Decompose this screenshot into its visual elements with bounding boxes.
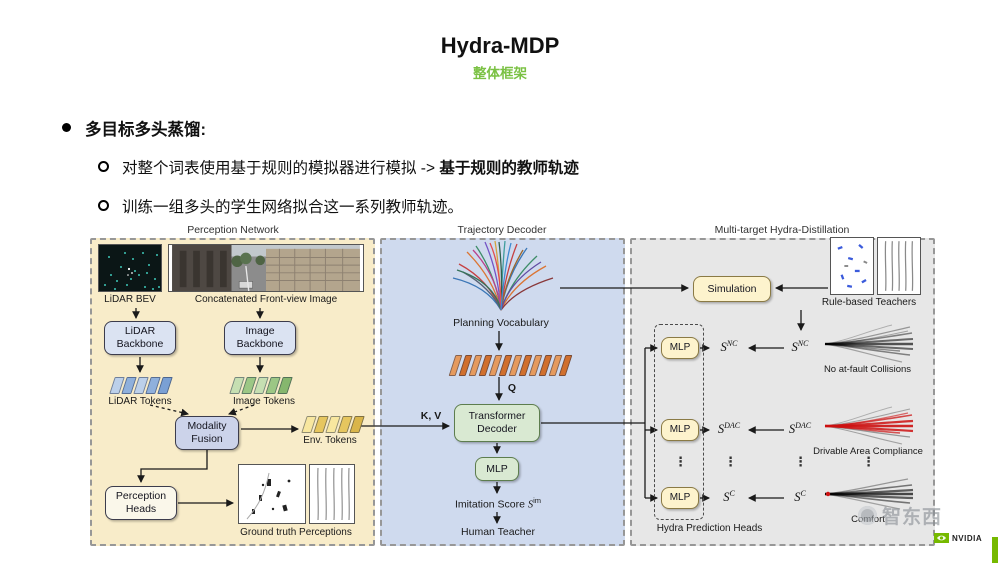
image-backbone-box: Image Backbone xyxy=(224,321,296,355)
bullet-item-3: 训练一组多头的学生网络拟合这一系列教师轨迹。 xyxy=(98,195,463,217)
lidar-bev-thumbnail xyxy=(98,244,162,292)
transformer-decoder-label: Transformer Decoder xyxy=(468,410,526,435)
teacher-score-dac: SDAC xyxy=(788,421,812,437)
architecture-diagram: Perception Network Trajectory Decoder Mu… xyxy=(88,224,938,556)
zhidongxi-watermark: 智东西 xyxy=(858,502,942,529)
bullet-marker-hollow xyxy=(98,200,109,211)
panel-title-distillation: Multi-target Hydra-Distillation xyxy=(714,224,850,236)
ellipsis-dots: ⋮ xyxy=(862,454,875,469)
score-symbol: S xyxy=(527,499,534,511)
teacher-score-nc: SNC xyxy=(791,339,809,355)
lidar-backbone-box: LiDAR Backbone xyxy=(104,321,176,355)
bullet-text-normal: 对整个词表使用基于规则的模拟器进行模拟 -> xyxy=(122,160,440,177)
ellipsis-dots: ⋮ xyxy=(794,454,807,469)
panel-title-perception: Perception Network xyxy=(187,224,279,236)
trajectory-blob-nc xyxy=(820,321,916,367)
watermark-logo-icon xyxy=(858,506,877,525)
image-tokens-label: Image Tokens xyxy=(232,396,296,407)
env-tokens-icon xyxy=(301,416,365,433)
ellipsis-dots: ⋮ xyxy=(674,454,687,469)
score-superscript: im xyxy=(533,496,542,505)
vocabulary-tokens-icon xyxy=(448,355,573,376)
caption-nc: No at-fault Collisions xyxy=(823,364,912,375)
lane-lines-icon xyxy=(317,467,350,521)
teacher-score-c: SC xyxy=(794,489,806,505)
transformer-decoder-box: Transformer Decoder xyxy=(454,404,540,442)
watermark-text: 智东西 xyxy=(882,507,943,528)
perception-heads-label: Perception Heads xyxy=(115,490,167,515)
frontview-thumbnail xyxy=(168,244,364,292)
mlp-label: MLP xyxy=(486,462,508,475)
caption-dac: Drivable Area Compliance xyxy=(813,446,923,457)
hydra-heads-dashed-box xyxy=(654,324,704,520)
annotation-marks-icon xyxy=(246,472,291,520)
modality-fusion-box: Modality Fusion xyxy=(175,416,239,450)
perception-heads-box: Perception Heads xyxy=(105,486,177,520)
ground-truth-lanes-thumbnail xyxy=(309,464,355,524)
planning-vocabulary-fan xyxy=(443,238,559,312)
human-teacher-label: Human Teacher xyxy=(461,526,535,538)
page-title: Hydra-MDP xyxy=(440,33,560,58)
trajectory-blob-dac xyxy=(820,403,916,449)
bullet-item-2: 对整个词表使用基于规则的模拟器进行模拟 -> 基于规则的教师轨迹 xyxy=(98,156,579,178)
nvidia-eye-icon xyxy=(934,533,949,543)
trajectory-blob-comfort xyxy=(820,471,916,517)
env-tokens-label: Env. Tokens xyxy=(303,435,357,446)
mlp-box-dac: MLP xyxy=(661,419,699,441)
bullet-text: 多目标多头蒸馏: xyxy=(85,121,206,139)
lidar-tokens-label: LiDAR Tokens xyxy=(108,396,172,407)
predicted-score-nc: SNC xyxy=(720,339,738,355)
bullet-marker-hollow xyxy=(98,161,109,172)
predicted-score-c: SC xyxy=(723,489,735,505)
mlp-box-c: MLP xyxy=(661,487,699,509)
mlp-box-nc: MLP xyxy=(661,337,699,359)
ground-truth-label: Ground truth Perceptions xyxy=(240,527,352,538)
ground-truth-annotations-thumbnail xyxy=(238,464,306,524)
lidar-backbone-label: LiDAR Backbone xyxy=(116,325,164,350)
predicted-score-dac: SDAC xyxy=(717,421,741,437)
imitation-text: Imitation Score xyxy=(454,498,528,511)
lidar-tokens-icon xyxy=(109,377,173,394)
teacher-vehicles-icon xyxy=(837,243,868,288)
simulation-label: Simulation xyxy=(707,282,757,295)
green-edge-bar xyxy=(992,537,998,563)
hydra-prediction-heads-label: Hydra Prediction Heads xyxy=(656,523,763,534)
teacher-map-thumbnail xyxy=(830,237,874,295)
nvidia-wordmark: NVIDIA xyxy=(952,533,983,543)
lidar-points-icon xyxy=(104,252,160,290)
mlp-label: MLP xyxy=(669,424,691,435)
rule-based-teachers-label: Rule-based Teachers xyxy=(821,297,917,308)
image-backbone-label: Image Backbone xyxy=(236,325,284,350)
lidar-bev-label: LiDAR BEV xyxy=(104,294,156,305)
street-scene-icon xyxy=(172,245,360,291)
teacher-lanes-thumbnail xyxy=(877,237,921,295)
imitation-score-label: Imitation Score Sim xyxy=(418,496,578,512)
frontview-label: Concatenated Front-view Image xyxy=(194,294,338,305)
mlp-label: MLP xyxy=(669,492,691,503)
teacher-lane-lines-icon xyxy=(884,241,914,291)
simulation-box: Simulation xyxy=(693,276,771,302)
bullet-text-bold: 基于规则的教师轨迹 xyxy=(439,160,579,177)
ellipsis-dots: ⋮ xyxy=(724,454,737,469)
mlp-box-decoder: MLP xyxy=(475,457,519,481)
bullet-text: 对整个词表使用基于规则的模拟器进行模拟 -> 基于规则的教师轨迹 xyxy=(122,156,579,178)
mlp-label: MLP xyxy=(669,342,691,353)
query-label: Q xyxy=(507,382,517,394)
bullet-item-1: 多目标多头蒸馏: xyxy=(62,116,206,140)
bullet-marker-filled xyxy=(62,123,71,132)
image-tokens-icon xyxy=(229,377,293,394)
planning-vocabulary-label: Planning Vocabulary xyxy=(453,317,549,329)
page-subtitle: 整体框架 xyxy=(473,66,527,81)
modality-fusion-label: Modality Fusion xyxy=(187,420,227,445)
key-value-label: K, V xyxy=(420,410,442,422)
bullet-text: 训练一组多头的学生网络拟合这一系列教师轨迹。 xyxy=(122,199,464,216)
nvidia-logo: NVIDIA xyxy=(934,533,982,543)
panel-title-decoder: Trajectory Decoder xyxy=(457,224,547,236)
